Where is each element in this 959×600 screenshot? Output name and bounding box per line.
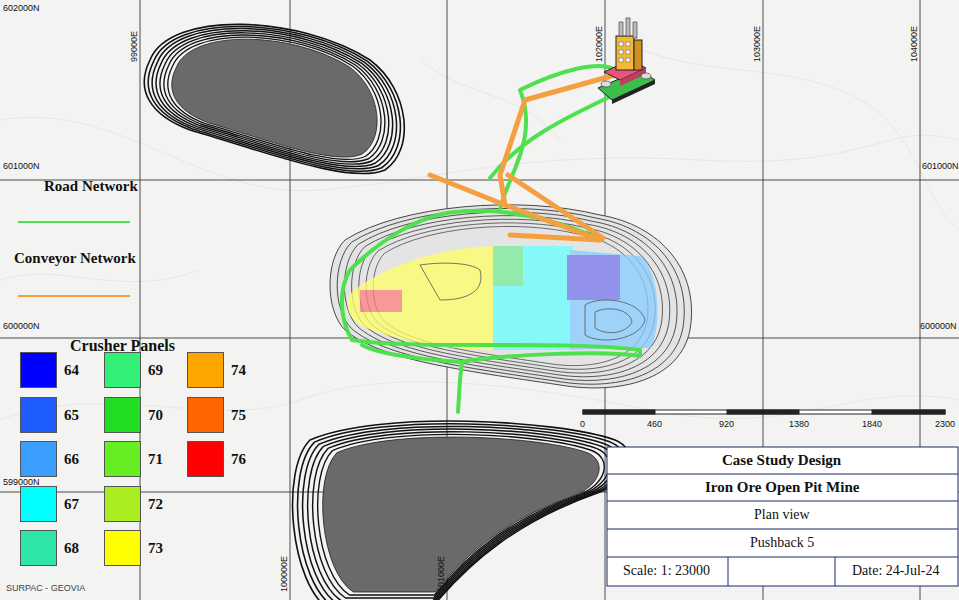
legend-swatch — [187, 397, 224, 433]
legend-text: 74 — [231, 362, 246, 379]
legend-text: 70 — [148, 407, 163, 424]
legend-swatch — [104, 397, 141, 433]
grid-coordinate: 100000E — [280, 556, 290, 592]
grid-coordinate: 601000N — [3, 162, 40, 172]
software-watermark: SURPAC - GEOVIA — [6, 584, 85, 594]
legend-swatch — [187, 352, 224, 388]
legend-swatch — [20, 352, 57, 388]
legend-swatch — [104, 530, 141, 566]
grid-coordinate: 600000N — [920, 322, 957, 332]
scale-number: 460 — [647, 420, 662, 430]
grid-coordinate: 601000N — [922, 162, 959, 172]
legend-swatch — [20, 486, 57, 522]
legend-swatch — [104, 486, 141, 522]
scale-number: 920 — [719, 420, 734, 430]
grid-coordinate: 104000E — [910, 26, 920, 62]
title-cell: Case Study Design — [722, 452, 841, 469]
grid-coordinate: 600000N — [3, 322, 40, 332]
scale-number: 1840 — [862, 420, 882, 430]
legend-text: 71 — [148, 451, 163, 468]
title-cell: Pushback 5 — [750, 535, 814, 550]
legend-text: Conveyor Network — [14, 250, 136, 267]
legend-swatch — [20, 441, 57, 477]
legend-text: 72 — [148, 496, 163, 513]
scale-number: 0 — [580, 420, 585, 430]
legend-swatch — [104, 352, 141, 388]
title-cell: Scale: 1: 23000 — [623, 563, 710, 578]
legend-text: 76 — [231, 451, 246, 468]
legend-swatch — [187, 441, 224, 477]
grid-coordinate: 102000E — [595, 26, 605, 62]
legend-swatch — [20, 397, 57, 433]
legend-text: Road Network — [44, 178, 138, 195]
scale-number: 1380 — [789, 420, 809, 430]
title-cell: Iron Ore Open Pit Mine — [705, 479, 859, 496]
legend-text: 66 — [64, 451, 79, 468]
legend-text: 75 — [231, 407, 246, 424]
legend-text: 73 — [148, 540, 163, 557]
grid-coordinate: 101000E — [437, 556, 447, 592]
grid-coordinate: 99000E — [130, 31, 140, 62]
title-cell: Date: 24-Jul-24 — [852, 563, 939, 578]
legend-text: 67 — [64, 496, 79, 513]
legend-text: 68 — [64, 540, 79, 557]
legend-text: 65 — [64, 407, 79, 424]
legend-swatch — [104, 441, 141, 477]
plant-icon — [598, 18, 655, 104]
legend-text: 69 — [148, 362, 163, 379]
title-cell: Plan view — [754, 507, 810, 522]
grid-coordinate: 602000N — [3, 4, 40, 14]
grid-coordinate: 103000E — [753, 26, 763, 62]
legend-text: 64 — [64, 362, 79, 379]
scale-number: 2300 — [935, 420, 955, 430]
legend-swatch — [20, 530, 57, 566]
